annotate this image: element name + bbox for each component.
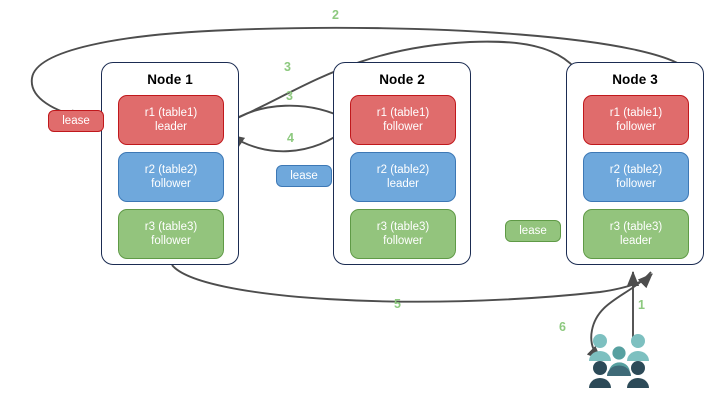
replica-role: leader <box>155 121 187 133</box>
replica-node3-r2: r2 (table2) follower <box>583 152 689 202</box>
replica-role: follower <box>383 121 423 133</box>
edge-step-3-upper <box>223 104 350 127</box>
replica-name: r1 (table1) <box>376 107 430 119</box>
node-title: Node 1 <box>147 72 193 87</box>
replica-node1-r1: r1 (table1) leader <box>118 95 224 145</box>
step-label-4: 4 <box>287 131 294 145</box>
replica-role: leader <box>620 235 652 247</box>
replica-role: follower <box>383 235 423 247</box>
users-icon <box>589 334 649 388</box>
edge-step-5 <box>171 264 653 303</box>
replica-role: follower <box>151 178 191 190</box>
step-label-6: 6 <box>559 320 566 334</box>
step-label-2: 2 <box>332 8 339 22</box>
users-front-row <box>589 361 649 388</box>
node-title: Node 2 <box>379 72 425 87</box>
node-box-1: Node 1 r1 (table1) leader r2 (table2) fo… <box>101 62 239 265</box>
node-box-3: Node 3 r1 (table1) follower r2 (table2) … <box>566 62 704 265</box>
replica-role: follower <box>151 235 191 247</box>
lease-label: lease <box>519 225 547 237</box>
replica-role: follower <box>616 178 656 190</box>
replica-node2-r3: r3 (table3) follower <box>350 209 456 259</box>
step-label-3b: 3 <box>286 89 293 103</box>
step-label-5: 5 <box>394 297 401 311</box>
replica-role: leader <box>387 178 419 190</box>
lease-label: lease <box>290 170 318 182</box>
replica-name: r2 (table2) <box>376 164 430 176</box>
replica-role: follower <box>616 121 656 133</box>
replica-node2-r2: r2 (table2) leader <box>350 152 456 202</box>
node-title: Node 3 <box>612 72 658 87</box>
step-label-3a: 3 <box>284 60 291 74</box>
replica-name: r2 (table2) <box>609 164 663 176</box>
node-box-2: Node 2 r1 (table1) follower r2 (table2) … <box>333 62 471 265</box>
replica-node3-r3: r3 (table3) leader <box>583 209 689 259</box>
replica-name: r3 (table3) <box>376 221 430 233</box>
replica-name: r3 (table3) <box>144 221 198 233</box>
lease-label: lease <box>62 115 90 127</box>
users-front-center-figure <box>607 365 631 376</box>
step-label-1: 1 <box>638 298 645 312</box>
replica-node3-r1: r1 (table1) follower <box>583 95 689 145</box>
replica-name: r1 (table1) <box>144 107 198 119</box>
replica-node1-r3: r3 (table3) follower <box>118 209 224 259</box>
lease-badge-r3: lease <box>505 220 561 242</box>
replica-node2-r1: r1 (table1) follower <box>350 95 456 145</box>
replica-name: r1 (table1) <box>609 107 663 119</box>
lease-badge-r2: lease <box>276 165 332 187</box>
lease-badge-r1: lease <box>48 110 104 132</box>
replica-name: r2 (table2) <box>144 164 198 176</box>
replica-name: r3 (table3) <box>609 221 663 233</box>
replica-node1-r2: r2 (table2) follower <box>118 152 224 202</box>
